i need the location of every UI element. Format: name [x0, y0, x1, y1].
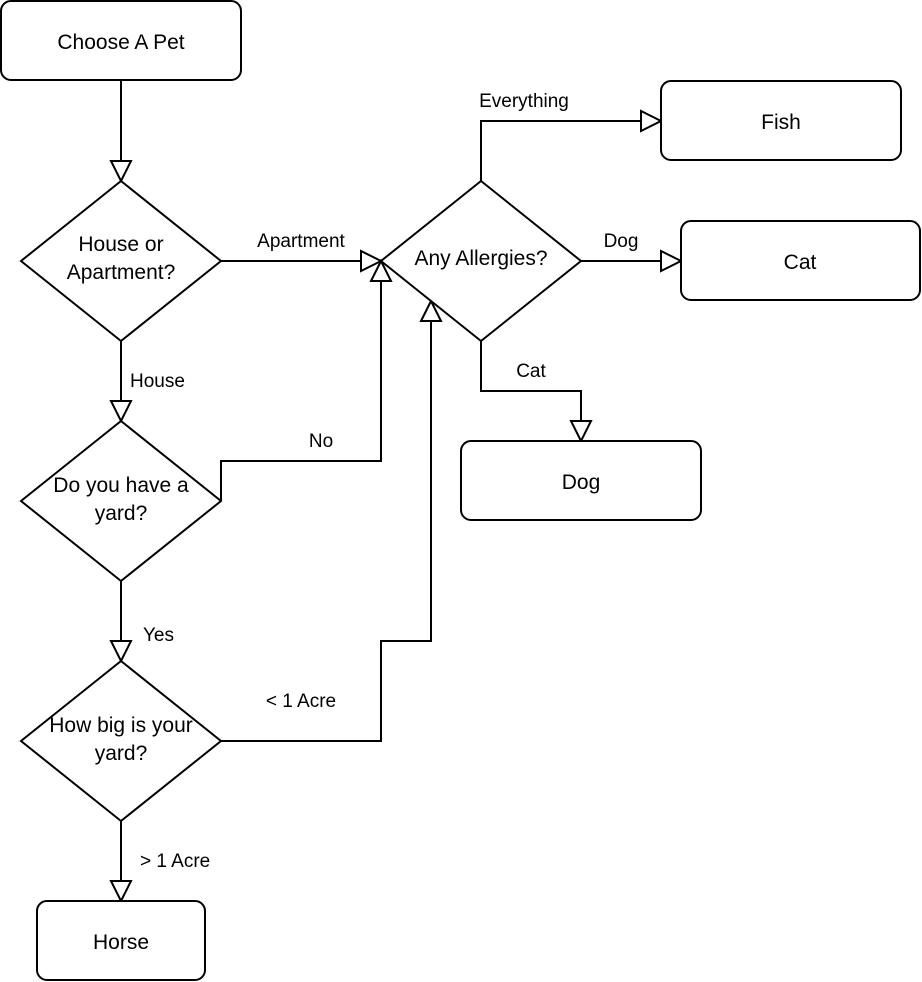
node-cat-label: Cat — [784, 251, 817, 274]
node-yard-size: How big is your yard? — [19, 659, 223, 823]
arrowhead-no — [369, 258, 393, 282]
edge-everything — [480, 120, 641, 181]
node-house-or-apartment-line2: Apartment? — [67, 261, 176, 284]
label-no: No — [309, 431, 333, 452]
node-dog-label: Dog — [562, 471, 601, 494]
arrowhead-less-acre — [419, 298, 443, 322]
arrowhead-cat-allergy — [569, 420, 593, 444]
node-fish-label: Fish — [761, 111, 801, 134]
node-horse: Horse — [36, 900, 206, 981]
arrowhead-housing — [109, 160, 133, 184]
node-cat: Cat — [680, 220, 921, 301]
node-any-allergies-label: Any Allergies? — [414, 247, 547, 270]
node-house-or-apartment-line1: House or — [78, 233, 163, 256]
arrowhead-everything — [640, 109, 664, 133]
node-yard-size-line2: yard? — [95, 742, 148, 765]
label-dog-allergy: Dog — [604, 231, 639, 252]
label-house: House — [130, 371, 185, 392]
label-less-acre: < 1 Acre — [266, 691, 336, 712]
edge-labels: Apartment House No Yes < 1 Acre > 1 Acre… — [130, 91, 638, 872]
node-fish: Fish — [660, 80, 902, 161]
node-house-or-apartment: House or Apartment? — [19, 179, 223, 343]
edge-no — [220, 281, 382, 501]
edge-cat-allergy — [480, 341, 582, 421]
label-yes: Yes — [143, 625, 174, 646]
arrowhead-house — [109, 400, 133, 424]
node-have-yard-line2: yard? — [95, 502, 148, 525]
label-apartment: Apartment — [257, 231, 345, 252]
arrowhead-dog-allergy — [660, 249, 684, 273]
arrowhead-apartment — [360, 249, 384, 273]
label-cat-allergy: Cat — [516, 361, 546, 382]
node-dog: Dog — [460, 440, 702, 521]
label-everything: Everything — [479, 91, 569, 112]
edges — [109, 81, 684, 904]
node-have-yard: Do you have a yard? — [19, 419, 223, 583]
label-more-acre: > 1 Acre — [140, 851, 210, 872]
arrowhead-more-acre — [109, 880, 133, 904]
arrowhead-yes — [109, 640, 133, 664]
node-horse-label: Horse — [93, 931, 149, 954]
node-choose-a-pet-label: Choose A Pet — [57, 31, 184, 54]
node-yard-size-line1: How big is your — [49, 714, 193, 737]
node-any-allergies: Any Allergies? — [379, 179, 583, 343]
edge-less-acre — [221, 321, 432, 742]
node-have-yard-line1: Do you have a — [53, 474, 189, 497]
node-choose-a-pet: Choose A Pet — [0, 0, 242, 81]
